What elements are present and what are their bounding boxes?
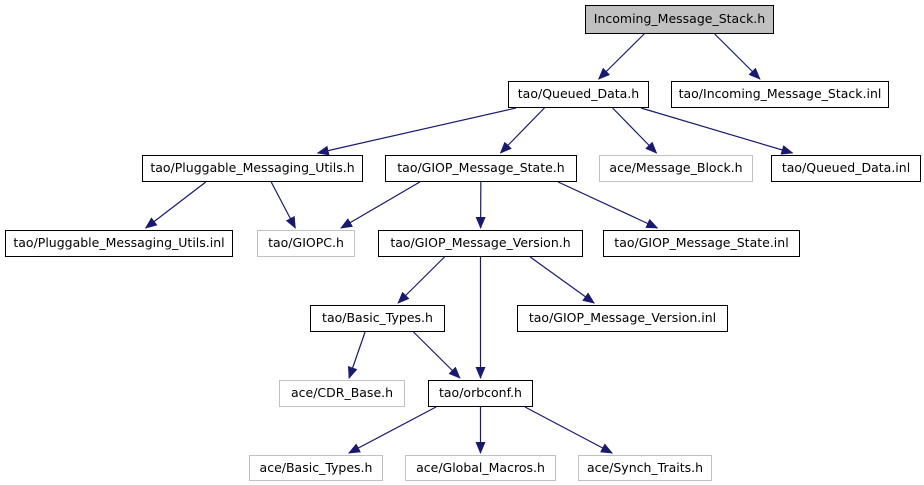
graph-node-synch_traits: ace/Synch_Traits.h <box>578 455 712 481</box>
node-label: tao/Incoming_Message_Stack.inl <box>678 86 882 102</box>
edge-pmu_h-to-pmu_inl <box>144 181 207 229</box>
graph-node-giopc: tao/GIOPC.h <box>257 230 355 257</box>
graph-node-pmu_h[interactable]: tao/Pluggable_Messaging_Utils.h <box>142 155 363 182</box>
graph-node-gms_h[interactable]: tao/GIOP_Message_State.h <box>385 155 577 182</box>
node-label: ace/Synch_Traits.h <box>586 459 704 475</box>
graph-node-cdr_base: ace/CDR_Base.h <box>279 380 405 407</box>
edge-basic_types-to-cdr_base <box>347 331 366 379</box>
node-label: tao/Queued_Data.inl <box>781 160 911 176</box>
edge-queued_data-to-msg_block <box>612 107 658 154</box>
node-label: ace/CDR_Base.h <box>290 385 394 401</box>
node-label: tao/GIOP_Message_Version.inl <box>528 310 717 326</box>
graph-node-msg_block: ace/Message_Block.h <box>599 155 753 182</box>
edge-gms_h-to-giopc <box>340 181 421 229</box>
node-label: tao/orbconf.h <box>439 385 522 401</box>
node-label: ace/Global_Macros.h <box>416 459 545 475</box>
graph-node-root: Incoming_Message_Stack.h <box>585 5 774 34</box>
graph-node-basic_types[interactable]: tao/Basic_Types.h <box>310 305 445 332</box>
edge-root-to-incoming_inl <box>714 33 761 80</box>
graph-node-incoming_inl[interactable]: tao/Incoming_Message_Stack.inl <box>671 81 889 108</box>
edge-gms_h-to-gms_inl <box>557 181 659 229</box>
node-label: tao/GIOP_Message_Version.h <box>390 235 571 251</box>
graph-node-gmv_h[interactable]: tao/GIOP_Message_Version.h <box>378 230 583 257</box>
graph-node-pmu_inl[interactable]: tao/Pluggable_Messaging_Utils.inl <box>5 230 233 257</box>
edge-pmu_h-to-giopc <box>270 181 296 229</box>
edge-queued_data-to-pmu_h <box>316 107 517 156</box>
graph-node-gms_inl[interactable]: tao/GIOP_Message_State.inl <box>603 230 800 257</box>
edge-orbconf-to-synch_traits <box>524 406 613 454</box>
node-label: ace/Basic_Types.h <box>259 459 373 475</box>
node-label: tao/Pluggable_Messaging_Utils.h <box>150 160 355 176</box>
edge-orbconf-to-ace_basic <box>348 406 437 454</box>
edge-queued_data-to-queued_inl <box>640 107 794 155</box>
node-label: tao/Basic_Types.h <box>322 310 433 326</box>
graph-node-ace_basic: ace/Basic_Types.h <box>249 455 383 481</box>
graph-node-queued_data[interactable]: tao/Queued_Data.h <box>508 81 649 108</box>
node-label: tao/GIOP_Message_State.inl <box>614 235 789 251</box>
edge-queued_data-to-gms_h <box>499 107 545 154</box>
graph-node-orbconf[interactable]: tao/orbconf.h <box>428 380 533 407</box>
edge-gmv_h-to-gmv_inl <box>529 256 595 304</box>
edge-root-to-queued_data <box>597 33 645 80</box>
node-label: tao/GIOPC.h <box>268 235 344 251</box>
node-label: tao/Pluggable_Messaging_Utils.inl <box>13 235 225 251</box>
graph-node-gmv_inl[interactable]: tao/GIOP_Message_Version.inl <box>517 305 728 332</box>
node-label: ace/Message_Block.h <box>609 160 743 176</box>
node-label: tao/GIOP_Message_State.h <box>397 160 565 176</box>
graph-node-queued_inl[interactable]: tao/Queued_Data.inl <box>771 155 921 182</box>
node-label: Incoming_Message_Stack.h <box>593 11 766 27</box>
graph-node-global_macros: ace/Global_Macros.h <box>405 455 556 481</box>
edge-basic_types-to-orbconf <box>413 331 461 379</box>
node-label: tao/Queued_Data.h <box>517 86 640 102</box>
edge-gmv_h-to-basic_types <box>397 256 445 304</box>
